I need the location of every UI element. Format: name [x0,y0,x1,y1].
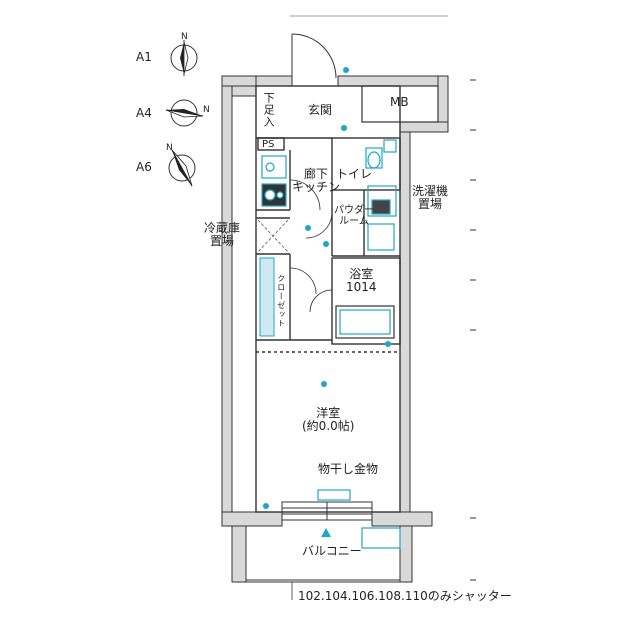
orientation-label-a4: A4 [136,106,152,120]
washer-label: 洗濯機 置場 [412,184,449,212]
bathtub [335,305,395,339]
kitchen-fixtures [261,155,287,207]
balcony-label: バルコニー [302,544,362,558]
bath-label: 浴室 1014 [346,267,377,295]
powder-room-label: パウダー ルーム [334,205,374,227]
entrance-label: 玄関 [308,103,333,117]
interior-walls [255,85,401,513]
orientation-label-a6: A6 [136,160,152,174]
fridge-label: 冷蔵庫 置場 [204,221,241,249]
closet-shelf [259,257,275,337]
orientation-label-a1: A1 [136,50,152,64]
ps-label: PS [262,139,275,150]
closet-label: クローゼット [276,274,286,328]
corridor-kitchen-label: 廊下 キッチン [292,167,341,195]
shutter-note: 102.104.106.108.110のみシャッター [298,589,512,603]
svg-text:N: N [203,105,210,115]
toilet-fixture [365,139,397,169]
arrow-icon [321,528,331,537]
mb-label: MB [390,95,409,109]
western-room-label: 洋室 (約0.0帖) [302,406,355,434]
drying-rack-label: 物干し金物 [318,462,379,476]
balcony-equipment [361,527,401,549]
toilet-label: トイレ [336,167,373,181]
fridge-placeholder [257,219,289,253]
interior-doors [289,179,333,313]
balcony-outline [246,579,400,583]
entrance-door [291,33,337,79]
dimension-ticks [470,79,476,581]
outlet-icons [263,67,391,509]
compass-icon-a4: N [165,99,210,127]
compass-icon-a6: N [166,143,196,187]
drying-rack-fixture [317,489,351,501]
washer-fixture [367,185,397,251]
shoe-box-label: 下足入 [262,92,276,128]
compass-icon-a1: N [170,32,198,76]
window [281,501,373,521]
svg-text:N: N [166,143,173,153]
svg-text:N: N [181,32,188,42]
